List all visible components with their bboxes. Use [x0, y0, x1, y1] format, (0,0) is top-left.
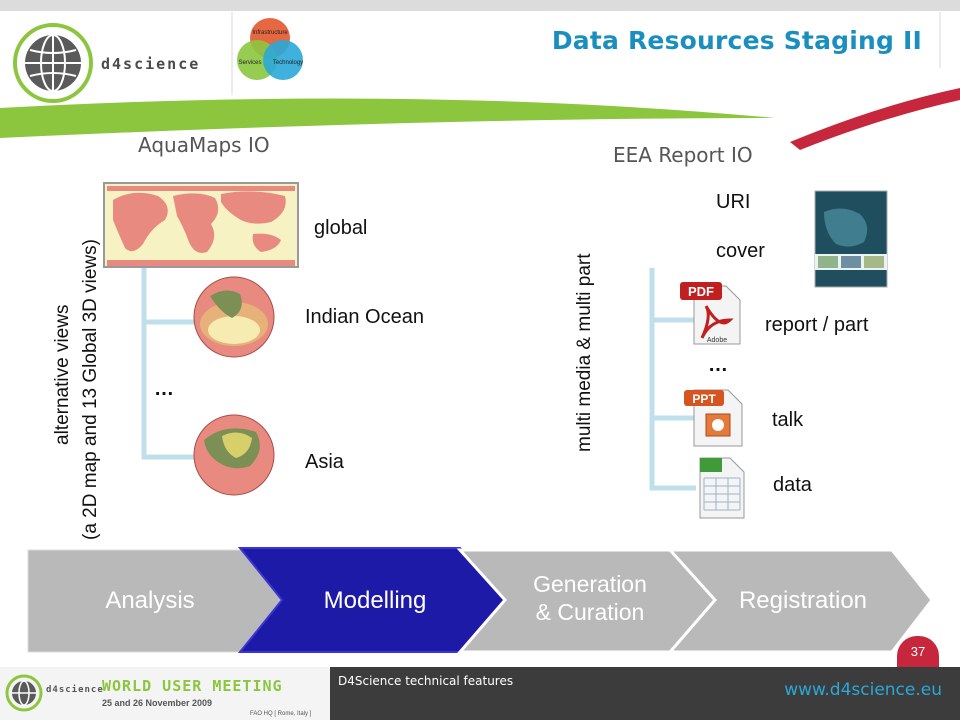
right-tree-lines [649, 268, 696, 491]
step-generation-label-1: Generation [533, 571, 647, 597]
item-uri: URI [716, 191, 751, 213]
item-indian-ocean: Indian Ocean [305, 306, 424, 328]
report-cover-image [814, 190, 888, 288]
item-talk: talk [772, 409, 804, 431]
d4science-globe-icon [13, 23, 93, 103]
adobe-badge: Adobe [707, 337, 727, 344]
meeting-title: WORLD USER MEETING [102, 677, 283, 695]
logo-text: d4science [101, 55, 201, 73]
vertical-label-views: alternative views [52, 304, 73, 445]
footer-section-text: D4Science technical features [338, 674, 514, 688]
item-report-part: report / part [765, 314, 869, 336]
vertical-label-views-detail: (a 2D map and 13 Global 3D views) [80, 239, 101, 540]
step-modelling-label: Modelling [324, 587, 427, 614]
global-map-image [103, 182, 299, 268]
page-number: 37 [897, 636, 939, 668]
indian-ocean-globe-image [193, 276, 275, 358]
step-generation-label-2: & Curation [536, 599, 645, 625]
ppt-file-icon: PPT [684, 386, 748, 448]
step-registration-label: Registration [739, 587, 867, 614]
step-analysis-label: Analysis [105, 587, 194, 614]
meeting-banner: d4science WORLD USER MEETING 25 and 26 N… [0, 667, 330, 720]
ppt-badge: PPT [692, 392, 716, 406]
venn-label: Services [238, 60, 261, 66]
venn-circle-technology [263, 40, 303, 80]
meeting-brand: d4science [46, 685, 104, 695]
asia-globe-image [193, 414, 275, 496]
pipeline-chevrons: Analysis Modelling Generation & Curation… [27, 547, 934, 654]
spreadsheet-file-icon [696, 456, 748, 520]
step-registration-shape[interactable] [666, 548, 934, 654]
footer-url-link[interactable]: www.d4science.eu [784, 680, 942, 700]
right-ellipsis: … [708, 354, 728, 376]
item-data: data [773, 474, 812, 496]
left-ellipsis: … [154, 378, 174, 400]
meeting-dates: 25 and 26 November 2009 [102, 698, 213, 708]
magenta-swoosh [790, 88, 960, 150]
footer-bar [330, 667, 960, 720]
page-title: Data Resources Staging II [551, 26, 922, 55]
meeting-place: FAO HQ [ Rome, Italy ] [250, 711, 312, 717]
meeting-globe-icon [5, 674, 43, 712]
vertical-label-multimedia: multi media & multi part [574, 253, 595, 452]
venn-label: Technology [273, 60, 303, 66]
pdf-file-icon: PDF Adobe [680, 280, 744, 346]
section-title-eea: EEA Report IO [613, 143, 753, 167]
pdf-badge: PDF [688, 284, 714, 299]
item-cover: cover [716, 240, 765, 262]
header-swoosh [0, 12, 960, 150]
item-global: global [314, 217, 368, 239]
venn-label: Infrastructure [252, 30, 288, 36]
venn-diagram: Infrastructure Services Technology [237, 18, 303, 80]
section-title-aquamaps: AquaMaps IO [138, 133, 270, 157]
item-asia: Asia [305, 451, 344, 473]
green-swoosh [0, 98, 775, 138]
top-bar [0, 0, 960, 11]
